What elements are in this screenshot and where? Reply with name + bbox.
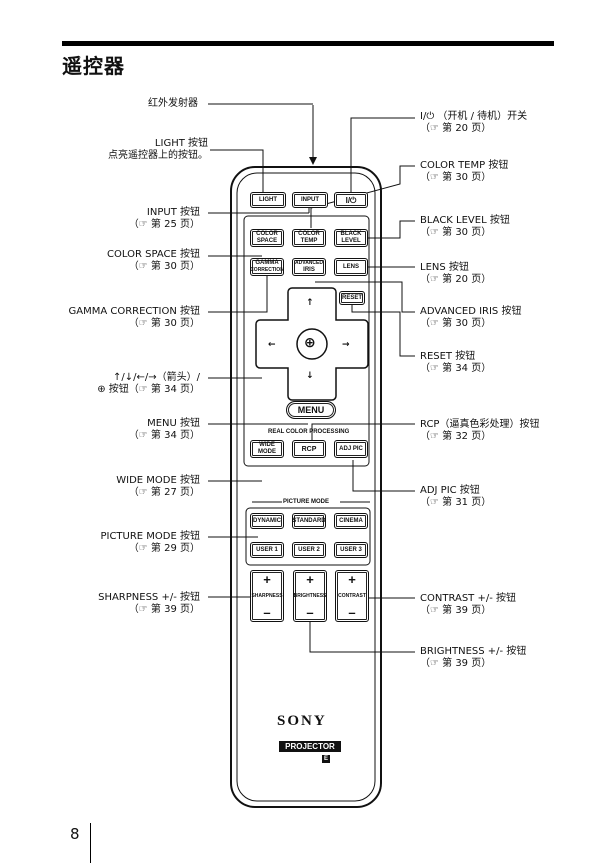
label-ir-emitter: 红外发射器 (148, 98, 198, 109)
label-brightness-buttons: BRIGHTNESS +/- 按钮（☞ 第 39 页） (420, 646, 527, 669)
label-reset-button: RESET 按钮（☞ 第 34 页） (420, 351, 492, 374)
page-title: 遥控器 (62, 54, 125, 78)
sharpness-label: SHARPNESS (251, 592, 283, 599)
adj-pic-button[interactable]: ADJ PIC (334, 440, 368, 458)
label-black-level-button: BLACK LEVEL 按钮（☞ 第 30 页） (420, 215, 510, 238)
dpad-center-ring (296, 328, 328, 360)
picture-mode-section-label: PICTURE MODE (283, 499, 330, 505)
down-arrow-button[interactable]: ↓ (306, 371, 314, 381)
user2-button[interactable]: USER 2 (292, 542, 326, 558)
sharpness-plus[interactable]: + (263, 572, 271, 587)
label-color-temp-button: COLOR TEMP 按钮（☞ 第 30 页） (420, 160, 509, 183)
label-contrast-buttons: CONTRAST +/- 按钮（☞ 第 39 页） (420, 593, 516, 616)
input-button[interactable]: INPUT (292, 192, 328, 208)
page-number-rule (90, 823, 91, 863)
menu-button[interactable]: MENU (286, 401, 336, 419)
label-picture-mode-buttons: PICTURE MODE 按钮（☞ 第 29 页） (100, 531, 200, 554)
dynamic-button[interactable]: DYNAMIC (250, 513, 284, 529)
up-arrow-button[interactable]: ↑ (306, 298, 314, 308)
label-menu-button: MENU 按钮（☞ 第 34 页） (128, 418, 200, 441)
label-lens-button: LENS 按钮（☞ 第 20 页） (420, 262, 492, 285)
light-button[interactable]: LIGHT (250, 192, 286, 208)
power-switch[interactable]: I/⏻ (334, 192, 368, 208)
standard-button[interactable]: STANDARD (292, 513, 326, 529)
lens-button[interactable]: LENS (334, 258, 368, 276)
user1-button[interactable]: USER 1 (250, 542, 284, 558)
label-wide-mode-button: WIDE MODE 按钮（☞ 第 27 页） (116, 475, 200, 498)
label-adj-pic-button: ADJ PIC 按钮（☞ 第 31 页） (420, 485, 492, 508)
brightness-plus[interactable]: + (306, 572, 314, 587)
label-arrow-buttons: ↑/↓/←/→（箭头）/⊕ 按钮（☞ 第 34 页） (97, 372, 200, 395)
brightness-rocker[interactable]: + BRIGHTNESS – (293, 570, 327, 622)
sharpness-minus[interactable]: – (263, 605, 271, 620)
sony-logo: SONY (277, 713, 327, 729)
upper-panel-frame (243, 215, 370, 467)
label-sharpness-buttons: SHARPNESS +/- 按钮（☞ 第 39 页） (98, 592, 200, 615)
rcp-section-label: REAL COLOR PROCESSING (268, 429, 350, 435)
label-gamma-correction-button: GAMMA CORRECTION 按钮（☞ 第 30 页） (68, 306, 200, 329)
reset-button[interactable]: RESET (339, 291, 365, 305)
contrast-plus[interactable]: + (348, 572, 356, 587)
region-badge: E (322, 755, 330, 763)
brightness-label: BRIGHTNESS (293, 592, 327, 599)
label-power-switch: I/⏻ （开机 / 待机）开关（☞ 第 20 页） (420, 111, 528, 134)
label-light-button: LIGHT 按钮点亮遥控器上的按钮。 (108, 138, 208, 161)
projector-label: PROJECTOR (279, 741, 341, 752)
contrast-minus[interactable]: – (348, 605, 356, 620)
contrast-label: CONTRAST (338, 592, 366, 599)
right-arrow-button[interactable]: → (342, 340, 350, 350)
sharpness-rocker[interactable]: + SHARPNESS – (250, 570, 284, 622)
page-number: 8 (70, 825, 80, 843)
cinema-button[interactable]: CINEMA (334, 513, 368, 529)
rcp-button[interactable]: RCP (292, 440, 326, 458)
contrast-rocker[interactable]: + CONTRAST – (335, 570, 369, 622)
enter-button[interactable]: ⊕ (304, 335, 316, 351)
remote-body-inner (236, 172, 376, 802)
label-rcp-button: RCP（逼真色彩处理）按钮（☞ 第 32 页） (420, 419, 540, 442)
label-advanced-iris-button: ADVANCED IRIS 按钮（☞ 第 30 页） (420, 306, 522, 329)
label-input-button: INPUT 按钮（☞ 第 25 页） (128, 207, 200, 230)
brightness-minus[interactable]: – (306, 605, 314, 620)
user3-button[interactable]: USER 3 (334, 542, 368, 558)
label-color-space-button: COLOR SPACE 按钮（☞ 第 30 页） (107, 249, 200, 272)
left-arrow-button[interactable]: ← (268, 340, 276, 350)
header-bar (62, 41, 554, 46)
